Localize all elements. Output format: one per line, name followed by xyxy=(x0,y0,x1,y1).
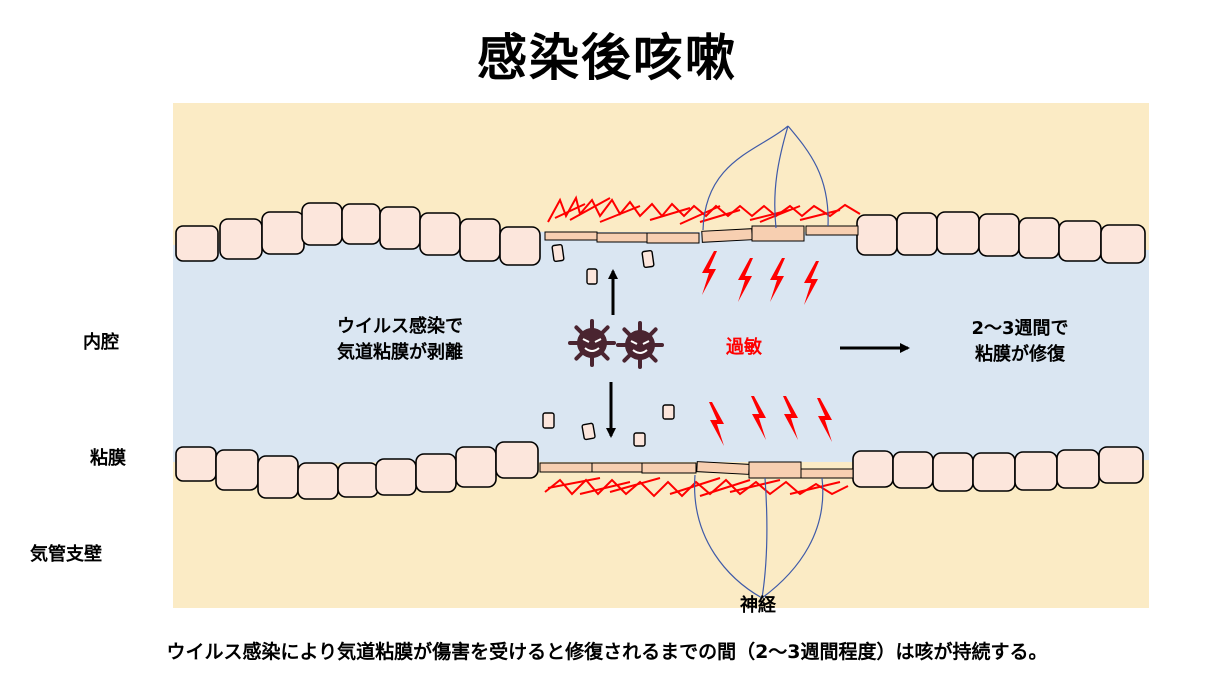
virus-icon xyxy=(616,321,664,369)
upper-damaged-mucosa xyxy=(544,225,859,244)
label-bronchial-wall: 気管支壁 xyxy=(30,544,102,565)
lower-epithelium-right xyxy=(852,446,1144,492)
lower-epithelium-left xyxy=(175,441,539,500)
upper-epithelium-right xyxy=(856,211,1146,264)
repair-text-line2: 粘膜が修復 xyxy=(975,344,1065,365)
caption: ウイルス感染により気道粘膜が傷害を受けると修復されるまでの間（2～3週間程度）は… xyxy=(166,641,1048,663)
label-lumen: 内腔 xyxy=(83,332,119,353)
infection-text-line2: 気道粘膜が剥離 xyxy=(337,342,463,363)
upper-inflammation xyxy=(547,195,861,225)
detached-cell-fragments xyxy=(542,243,675,447)
repair-text: 2～3週間で 粘膜が修復 xyxy=(930,316,1110,368)
nerve-fibers xyxy=(694,125,829,599)
hypersensitivity-label: 過敏 xyxy=(726,337,762,358)
lower-damaged-mucosa xyxy=(539,461,854,479)
upper-epithelium-left xyxy=(175,202,541,266)
virus-icon xyxy=(568,319,616,367)
label-mucosa: 粘膜 xyxy=(90,448,126,469)
lower-inflammation xyxy=(544,477,849,498)
repair-text-line1: 2～3週間で xyxy=(971,318,1069,339)
infection-text: ウイルス感染で 気道粘膜が剥離 xyxy=(300,314,500,366)
page-title: 感染後咳嗽 xyxy=(477,29,737,87)
infection-text-line1: ウイルス感染で xyxy=(337,316,463,337)
label-nerve: 神経 xyxy=(740,595,776,616)
